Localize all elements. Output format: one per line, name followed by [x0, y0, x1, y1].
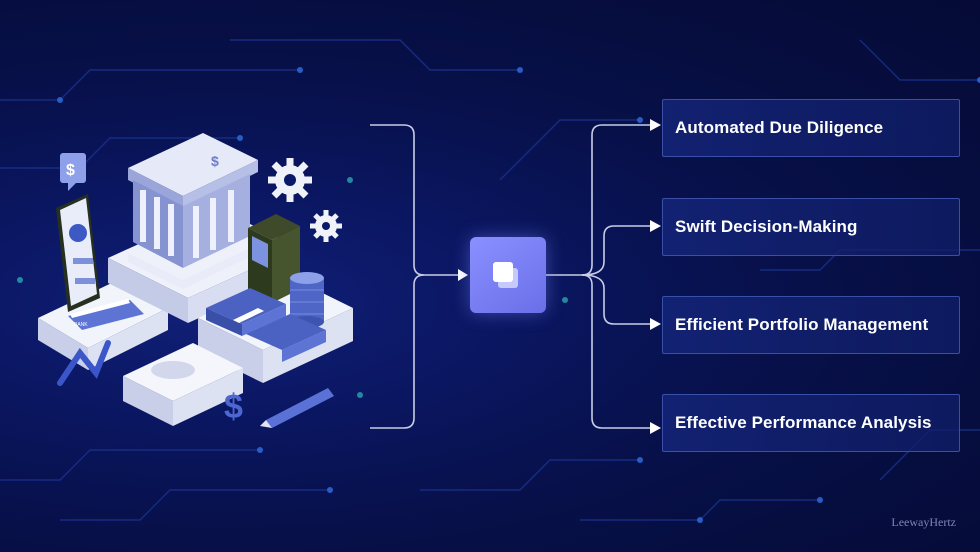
outcome-box-2: Swift Decision-Making — [662, 198, 960, 256]
arrowhead-hub — [458, 269, 468, 281]
gear-icon-small — [310, 210, 342, 242]
arrowhead-2 — [650, 220, 661, 232]
outcome-label: Automated Due Diligence — [675, 118, 884, 137]
growth-arrow-icon — [57, 340, 111, 386]
chat-bubble-icon: $ — [60, 153, 86, 191]
outcome-box-1: Automated Due Diligence — [662, 99, 960, 157]
arrowhead-4 — [650, 422, 661, 434]
pen-icon — [260, 388, 334, 428]
connector-out-3 — [581, 274, 650, 325]
outcome-label: Effective Performance Analysis — [675, 413, 932, 432]
arrowhead-1 — [650, 119, 661, 131]
bank-building-icon: $ — [128, 133, 258, 289]
platform-front — [123, 343, 243, 426]
stacked-windows-icon — [493, 262, 518, 288]
connector-bottom-in — [370, 274, 425, 429]
smartphone-icon — [56, 194, 100, 312]
outcome-box-3: Efficient Portfolio Management — [662, 296, 960, 354]
card-label: BANK — [74, 322, 88, 328]
brand-watermark: LeewayHertz — [891, 515, 956, 529]
finance-illustration: $ $ BANK — [38, 133, 353, 428]
connector-top-in — [370, 124, 458, 276]
outcome-box-4: Effective Performance Analysis — [662, 394, 960, 452]
credit-card-icon: BANK — [68, 299, 144, 330]
process-hub-node — [470, 237, 546, 313]
connector-out-4 — [581, 274, 650, 429]
outcome-label: Efficient Portfolio Management — [675, 315, 929, 334]
connector-out-1 — [581, 124, 650, 276]
outcome-label: Swift Decision-Making — [675, 217, 858, 236]
cash-bundle-icon — [206, 288, 326, 362]
connector-out-2 — [581, 225, 650, 276]
dollar-sign-icon: $ — [224, 388, 243, 426]
bank-dollar-sign: $ — [211, 153, 219, 169]
arrowhead-3 — [650, 318, 661, 330]
gear-icon — [268, 158, 312, 202]
svg-text:$: $ — [66, 162, 75, 179]
